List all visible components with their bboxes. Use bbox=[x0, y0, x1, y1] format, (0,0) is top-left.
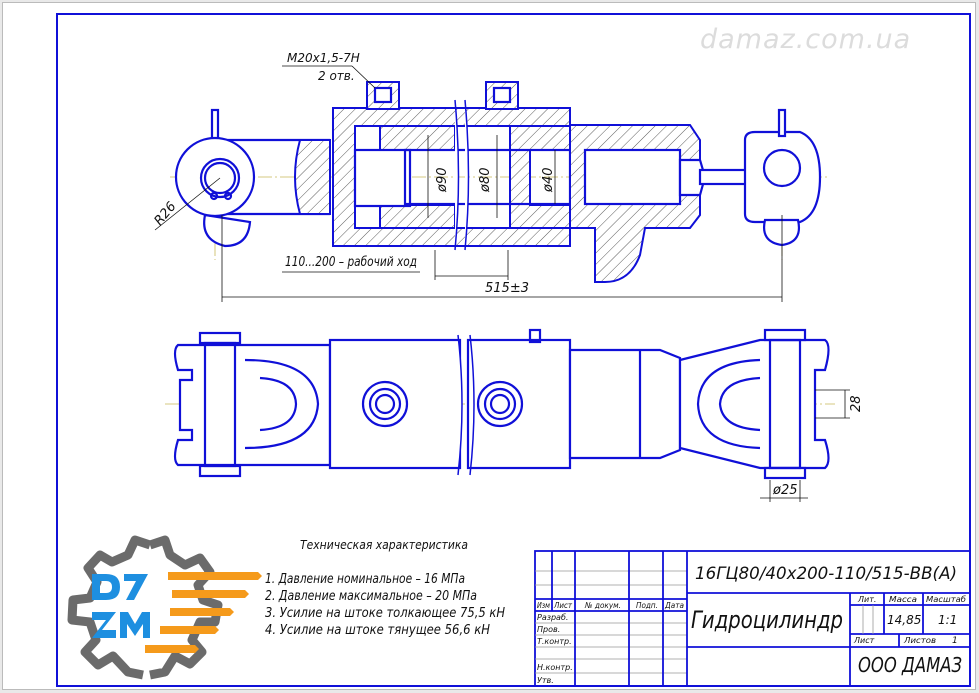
scale-value: 1:1 bbox=[938, 613, 957, 627]
clevis-width-label: 28 bbox=[849, 395, 864, 412]
rod-diameter-label: ø40 bbox=[541, 168, 556, 194]
spec-item: 2. Давление максимальное – 20 МПа bbox=[265, 589, 477, 604]
pin-diameter-label: ø25 bbox=[772, 483, 798, 498]
scale-label: Масштаб bbox=[926, 595, 966, 604]
mass-value: 14,85 bbox=[887, 613, 921, 627]
header-doc: № докум. bbox=[584, 601, 621, 610]
header-list: Лист bbox=[553, 601, 572, 610]
role-label: Н.контр. bbox=[537, 663, 573, 672]
technical-specs: Техническая характеристика 1. Давление н… bbox=[265, 537, 505, 638]
role-label: Пров. bbox=[537, 625, 560, 634]
spec-item: 1. Давление номинальное – 16 МПа bbox=[265, 572, 465, 587]
tube-diameter-label: ø80 bbox=[478, 168, 493, 194]
spec-item: 3. Усилие на штоке толкающее 75,5 кН bbox=[265, 606, 505, 621]
title-block bbox=[534, 550, 971, 687]
sheets-value: 1 bbox=[952, 636, 958, 646]
header-izm: Изм bbox=[537, 601, 550, 610]
header-sign: Подп. bbox=[636, 601, 658, 610]
sheet-label: Лист bbox=[853, 636, 875, 645]
role-label: Т.контр. bbox=[537, 637, 572, 646]
bore-diameter-label: ø90 bbox=[435, 168, 450, 194]
product-name: Гидроцилиндр bbox=[691, 606, 843, 634]
length-label: 515±3 bbox=[485, 281, 529, 296]
mass-label: Масса bbox=[889, 595, 917, 604]
top-view: 28 ø25 bbox=[165, 328, 864, 502]
specs-title: Техническая характеристика bbox=[300, 537, 468, 552]
role-label: Разраб. bbox=[537, 613, 568, 622]
header-date: Дата bbox=[664, 601, 684, 610]
spec-item: 4. Усилие на штоке тянущее 56,6 кН bbox=[265, 623, 490, 638]
sheets-label: Листов bbox=[903, 636, 936, 645]
stroke-label: 110...200 – рабочий ход bbox=[285, 255, 417, 270]
title-block-text: 16ГЦ80/40x200-110/515-ВВ(А) Гидроцилиндр… bbox=[537, 564, 966, 685]
thread-label: M20x1,5-7H bbox=[287, 51, 360, 65]
designation: 16ГЦ80/40x200-110/515-ВВ(А) bbox=[695, 564, 957, 584]
company-logo bbox=[67, 535, 262, 680]
company-name: ООО ДАМАЗ bbox=[858, 653, 962, 677]
watermark-text: damaz.com.ua bbox=[700, 24, 911, 55]
role-label: Утв. bbox=[537, 676, 554, 685]
holes-label: 2 отв. bbox=[318, 69, 355, 83]
drawing-frame bbox=[56, 13, 971, 687]
section-view: ø90 ø80 ø40 M20x1,5-7H 2 отв. R26 110...… bbox=[152, 51, 830, 302]
lit-label: Лит. bbox=[857, 595, 876, 604]
radius-label: R26 bbox=[152, 199, 180, 228]
